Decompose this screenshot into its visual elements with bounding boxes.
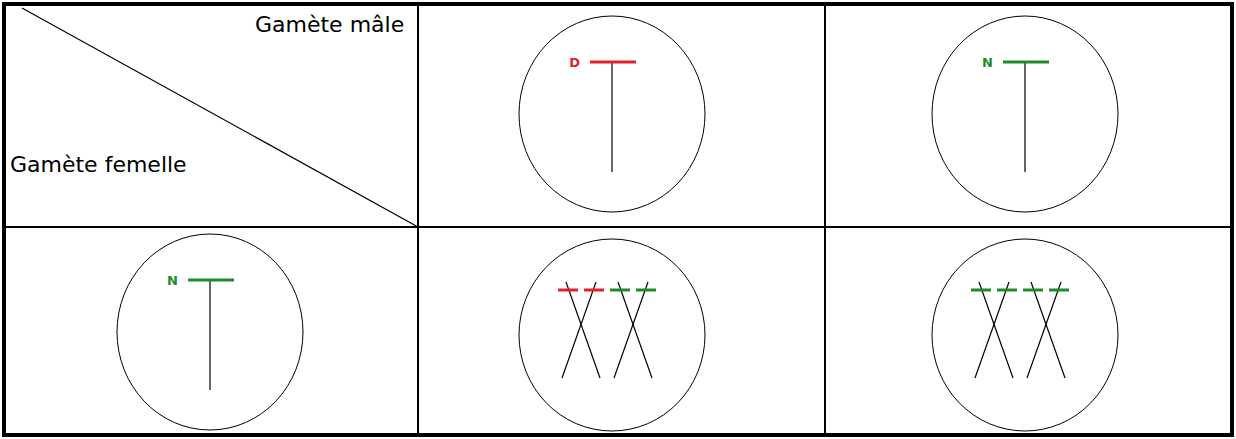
- column-line: [824, 4, 826, 435]
- diagonal-line: [22, 8, 418, 227]
- gamete-circle: D: [517, 14, 707, 214]
- zygote-nn: [932, 239, 1118, 431]
- zygote-dn: [519, 239, 705, 431]
- gamete-outline: [930, 14, 1120, 214]
- allele-letter: N: [982, 56, 993, 69]
- gamete-outline: [517, 14, 707, 214]
- column-line: [417, 4, 419, 435]
- table-border: [4, 4, 1232, 435]
- allele-letter: N: [167, 274, 178, 287]
- gamete-circle: N: [115, 232, 305, 432]
- gamete-outline: [115, 232, 305, 432]
- gamete-circle: N: [930, 14, 1120, 214]
- allele-letter: D: [569, 56, 580, 69]
- row-line: [4, 226, 1232, 228]
- table-header: Gamète femelle: [10, 152, 187, 178]
- table-header: Gamète mâle: [255, 12, 404, 38]
